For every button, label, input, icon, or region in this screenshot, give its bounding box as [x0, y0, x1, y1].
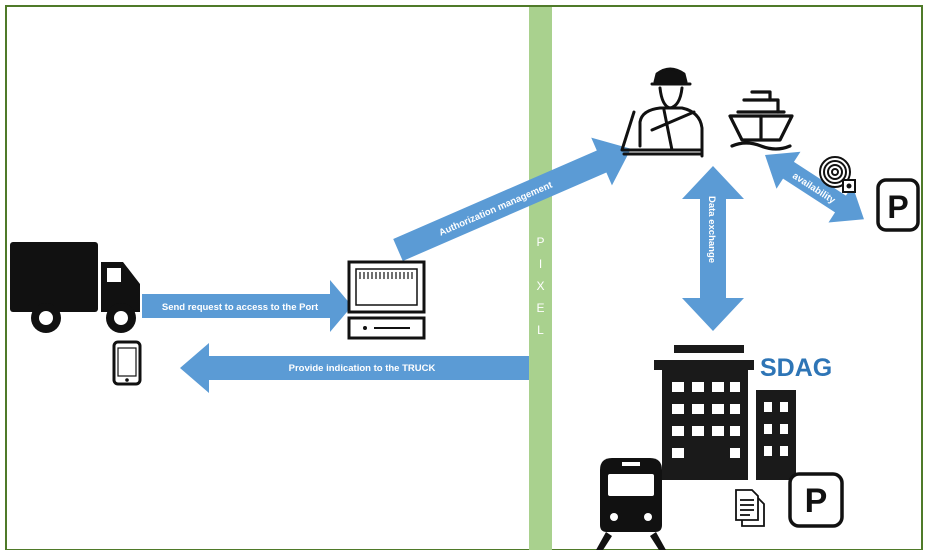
train-icon — [596, 458, 666, 550]
document-icon — [735, 489, 765, 527]
authorization-arrow: Authorization management — [393, 137, 631, 262]
pixel-letter: X — [536, 279, 544, 293]
smartphone-icon — [112, 340, 142, 386]
data-exchange-label: Data exchange — [706, 196, 717, 263]
pixel-label: P I X E L — [536, 235, 544, 337]
pixel-letter: E — [536, 301, 544, 315]
parking-sign-icon: P — [788, 472, 844, 528]
sdag-label: SDAG — [760, 354, 832, 382]
send-request-arrow: Send request to access to the Port — [142, 280, 352, 332]
pixel-letter: L — [537, 323, 544, 337]
ship-icon — [728, 90, 794, 151]
truck-icon — [10, 242, 140, 333]
data-exchange-arrow: Data exchange — [682, 166, 744, 331]
pixel-letter: I — [539, 257, 542, 271]
computer-terminal-icon — [347, 260, 426, 340]
parking-sign-label: P — [805, 482, 828, 520]
building-icon — [654, 345, 796, 480]
send-request-label: Send request to access to the Port — [162, 302, 319, 313]
provide-indication-label: Provide indication to the TRUCK — [289, 363, 436, 374]
customs-officer-icon — [620, 67, 704, 158]
parking-sign-icon: P — [876, 178, 920, 232]
availability-arrow: availability — [765, 151, 864, 223]
rfid-sensor-icon — [819, 156, 856, 193]
provide-indication-arrow: Provide indication to the TRUCK — [180, 343, 529, 393]
pixel-band — [529, 7, 552, 550]
pixel-letter: P — [536, 235, 544, 249]
parking-sign-label: P — [887, 189, 908, 225]
frame-border — [5, 5, 923, 550]
